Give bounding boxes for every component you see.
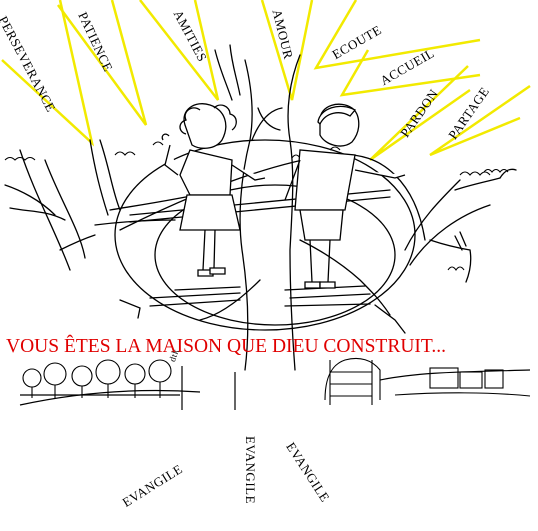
main-caption: VOUS ÊTES LA MAISON QUE DIEU CONSTRUIT..… bbox=[6, 336, 447, 357]
ground-landscape bbox=[19, 366, 531, 410]
girl-figure bbox=[161, 103, 266, 277]
tree-trunk-and-branches bbox=[4, 44, 517, 371]
background-trees bbox=[22, 359, 172, 398]
boy-figure bbox=[284, 103, 406, 289]
light-rays bbox=[1, 0, 531, 162]
house-scaffold-illustration bbox=[324, 357, 531, 405]
root-label-evangile-center: EVANGILE bbox=[243, 436, 258, 505]
leaves bbox=[4, 141, 509, 271]
